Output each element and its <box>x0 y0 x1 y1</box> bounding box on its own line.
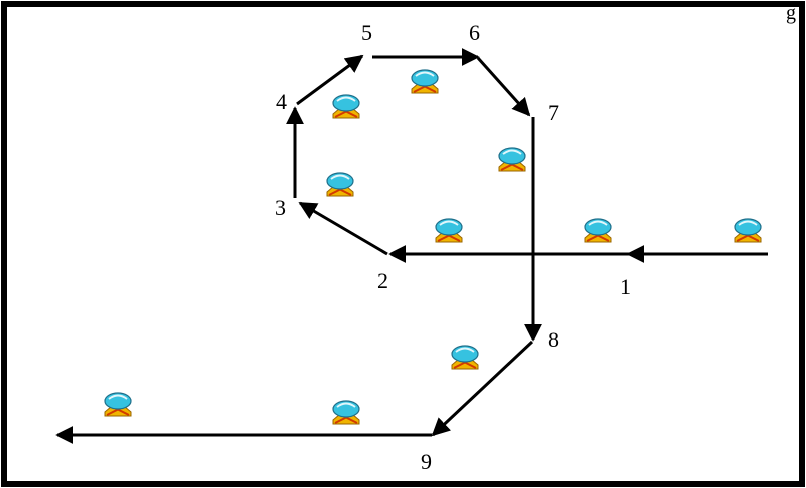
edge-6-to-7 <box>476 56 531 117</box>
node-label-4: 4 <box>276 89 287 114</box>
sensor-node-icon <box>104 392 132 417</box>
sensor-node-icon <box>498 147 526 172</box>
node-label-2: 2 <box>377 268 388 293</box>
sensor-node-icon <box>584 218 612 243</box>
node-labels: 1 2 3 4 5 6 7 8 9 <box>275 20 631 474</box>
node-label-3: 3 <box>275 195 286 220</box>
node-label-9: 9 <box>421 449 432 474</box>
node-label-1: 1 <box>620 274 631 299</box>
edge-2-to-3 <box>298 201 388 256</box>
sensor-node-icon <box>332 400 360 425</box>
node-label-7: 7 <box>548 100 559 125</box>
sensor-node-icon <box>326 172 354 197</box>
sensor-node-icon <box>332 94 360 119</box>
corner-text: g <box>786 2 796 24</box>
node-label-5: 5 <box>361 20 372 45</box>
node-label-6: 6 <box>469 20 480 45</box>
edge-4-to-5 <box>296 54 364 106</box>
edge-8-to-9 <box>431 340 534 437</box>
node-label-8: 8 <box>548 327 559 352</box>
sensor-node-icon <box>435 218 463 243</box>
sensor-node-icon <box>734 218 762 243</box>
sensor-node-icon <box>451 345 479 370</box>
route-path <box>55 48 768 444</box>
sensor-node-icon <box>411 69 439 94</box>
